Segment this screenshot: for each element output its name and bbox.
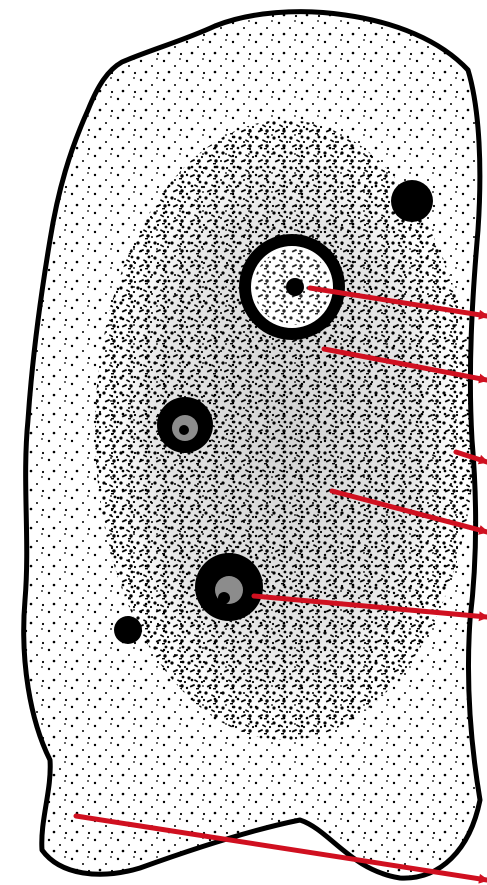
small-vacuole	[114, 616, 142, 644]
contractile-vacuole	[391, 180, 433, 222]
cell-body	[24, 12, 480, 878]
nucleus	[245, 240, 339, 334]
nucleolus-karyosome	[286, 278, 304, 296]
